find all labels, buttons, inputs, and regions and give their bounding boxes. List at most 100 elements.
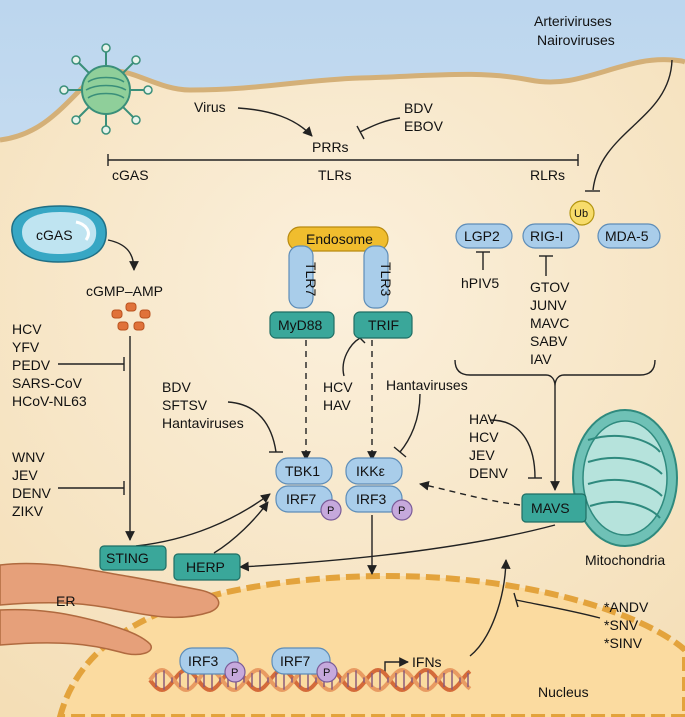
mitochondrion-icon bbox=[572, 409, 678, 547]
mavs-label: MAVS bbox=[531, 500, 570, 516]
phospho-irf3-label: P bbox=[398, 505, 405, 517]
hav-inhibit-mavs bbox=[489, 419, 536, 479]
mitochondria-label: Mitochondria bbox=[585, 552, 665, 568]
tlr3-receptor bbox=[363, 245, 389, 309]
tlr7-receptor bbox=[288, 245, 314, 309]
phospho-irf3 bbox=[391, 499, 413, 521]
virus-label: Virus bbox=[194, 99, 226, 115]
gtov-label: GTOV bbox=[530, 279, 570, 295]
bdv-label: BDV bbox=[404, 100, 433, 116]
mavs-inhib-jev: JEV bbox=[469, 447, 495, 463]
cgamp-label: cGMP–AMP bbox=[86, 283, 163, 299]
arteri-inhibit-ub bbox=[592, 59, 673, 191]
mavs-box bbox=[521, 493, 587, 523]
ifn-inhibitors: *ANDV *SNV *SINV bbox=[604, 599, 649, 651]
jev-label: JEV bbox=[12, 467, 38, 483]
wnv-label: WNV bbox=[12, 449, 45, 465]
hcv-inhibit-trif bbox=[342, 337, 361, 377]
cgamp-molecules bbox=[111, 302, 151, 331]
er-label: ER bbox=[56, 593, 75, 609]
nuclear-phospho-irf7-label: P bbox=[323, 667, 330, 679]
rigi-label: RIG-I bbox=[530, 228, 563, 244]
tbk1-inhib-bdv: BDV bbox=[162, 379, 191, 395]
phospho-irf7 bbox=[320, 499, 342, 521]
ikke-inhib-hanta: Hantaviruses bbox=[386, 377, 468, 393]
mavs-inhib-hav: HAV bbox=[469, 411, 497, 427]
mavs-to-herp-arrow bbox=[239, 524, 556, 572]
cytoplasm bbox=[0, 59, 685, 717]
irf7-label: IRF7 bbox=[286, 491, 317, 507]
mavc-label: MAVC bbox=[530, 315, 569, 331]
rigi-inhibitors: GTOV JUNV MAVC SABV IAV bbox=[530, 279, 570, 367]
myd88-box bbox=[269, 311, 335, 339]
endosome-label: Endosome bbox=[306, 231, 373, 247]
andv-inhibit-ifn bbox=[515, 599, 601, 619]
trif-inhib-hcv: HCV bbox=[323, 379, 353, 395]
ub-circle bbox=[569, 200, 595, 226]
nuclear-phospho-irf3-label: P bbox=[231, 667, 238, 679]
cgas-category-label: cGAS bbox=[112, 167, 149, 183]
mda5-label: MDA-5 bbox=[605, 228, 649, 244]
bdv-inhibit-tbk1 bbox=[227, 401, 277, 453]
ifns-label: IFNs bbox=[412, 654, 442, 670]
ikke-box bbox=[345, 457, 403, 485]
tbk1-label: TBK1 bbox=[285, 463, 320, 479]
arteriviruses-label: Arteriviruses bbox=[534, 13, 612, 29]
hanta-inhibit-ikke bbox=[399, 393, 421, 453]
iav-label: IAV bbox=[530, 351, 552, 367]
myd88-label: MyD88 bbox=[278, 317, 323, 333]
mda5-box bbox=[597, 223, 661, 249]
virus-particle-icon bbox=[59, 43, 153, 135]
mavs-to-irf3-arrow bbox=[419, 480, 521, 506]
andv-label: *ANDV bbox=[604, 599, 649, 615]
cgas-protein bbox=[11, 205, 107, 263]
herp-label: HERP bbox=[186, 559, 225, 575]
phospho-irf7-label: P bbox=[327, 505, 334, 517]
denv-label: DENV bbox=[12, 485, 52, 501]
hcv-label: HCV bbox=[12, 321, 42, 337]
nuclear-phospho-irf7 bbox=[316, 661, 338, 683]
ifn-secretion-arrow bbox=[469, 559, 511, 657]
nucleus-label: Nucleus bbox=[538, 684, 589, 700]
mavs-inhib-hcv: HCV bbox=[469, 429, 499, 445]
herp-to-tbk1-arrow bbox=[213, 501, 269, 554]
rlrs-category-label: RLRs bbox=[530, 167, 565, 183]
sting-label: STING bbox=[106, 550, 149, 566]
irf3-box bbox=[345, 485, 403, 513]
mavs-inhibitors: HAV HCV JEV DENV bbox=[469, 411, 509, 481]
lgp2-box bbox=[455, 223, 513, 249]
sabv-label: SABV bbox=[530, 333, 568, 349]
lgp2-label: LGP2 bbox=[464, 228, 500, 244]
er-membrane bbox=[0, 562, 220, 656]
herp-box bbox=[173, 553, 241, 581]
tbk1-inhib-sftsv: SFTSV bbox=[162, 397, 208, 413]
trif-label: TRIF bbox=[368, 317, 399, 333]
prrs-label: PRRs bbox=[312, 139, 349, 155]
irf7-box bbox=[275, 485, 333, 513]
sars-cov-label: SARS-CoV bbox=[12, 375, 83, 391]
ub-label: Ub bbox=[574, 208, 588, 220]
tlrs-category-label: TLRs bbox=[318, 167, 351, 183]
trif-box bbox=[353, 311, 413, 339]
junv-label: JUNV bbox=[530, 297, 567, 313]
hcov-nl63-label: HCoV-NL63 bbox=[12, 393, 87, 409]
nuclear-irf7-label: IRF7 bbox=[280, 653, 311, 669]
irf3-label: IRF3 bbox=[356, 491, 387, 507]
nuclear-phospho-irf3 bbox=[224, 661, 246, 683]
bdv-inhibit-prrs bbox=[359, 117, 401, 133]
nuclear-irf3-box bbox=[179, 647, 239, 675]
sting-to-tbk1-arrow bbox=[135, 493, 271, 547]
snv-label: *SNV bbox=[604, 617, 639, 633]
cgas-to-cgamp-arrow bbox=[107, 239, 139, 271]
virus-to-prrs-arrow bbox=[237, 107, 313, 137]
tlr3-label: TLR3 bbox=[378, 262, 394, 296]
tbk1-inhib-hanta: Hantaviruses bbox=[162, 415, 244, 431]
yfv-label: YFV bbox=[12, 339, 40, 355]
trif-inhib-hav: HAV bbox=[323, 397, 351, 413]
endosome-box bbox=[287, 226, 389, 252]
nuclear-irf7-box bbox=[271, 647, 331, 675]
ebov-label: EBOV bbox=[404, 118, 444, 134]
nuclear-irf3-label: IRF3 bbox=[188, 653, 219, 669]
